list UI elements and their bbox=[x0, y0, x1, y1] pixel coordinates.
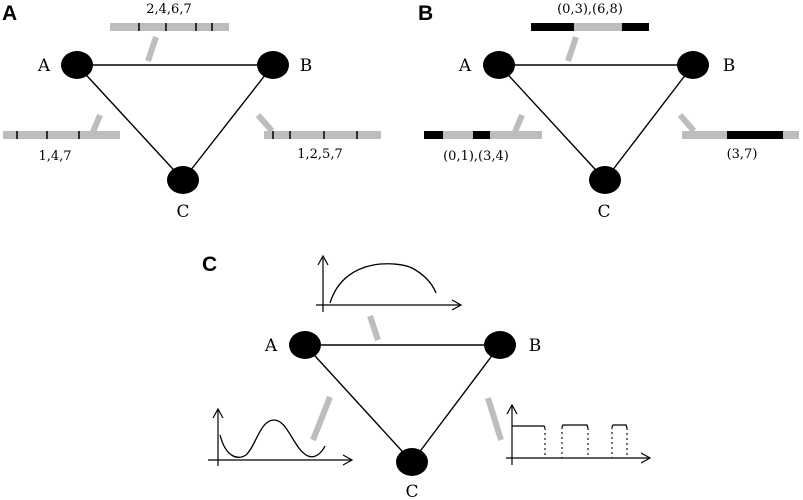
edge-b-c bbox=[604, 64, 694, 181]
node-b-label: B bbox=[529, 336, 542, 356]
node-a-label: A bbox=[264, 336, 278, 356]
y-axis-arrow bbox=[317, 254, 329, 266]
timeline-connector bbox=[90, 113, 103, 134]
node-b-label: B bbox=[300, 56, 313, 76]
x-axis-arrow bbox=[342, 454, 354, 466]
node-c bbox=[167, 166, 199, 194]
function-curve bbox=[219, 419, 326, 458]
node-c-label: C bbox=[597, 202, 610, 222]
node-c bbox=[396, 448, 428, 476]
y-axis-arrow bbox=[506, 403, 518, 415]
edge-b-c-label: 1,2,5,7 bbox=[297, 147, 342, 162]
panel-c-label: C bbox=[202, 253, 217, 276]
timeline-a-c: 1,4,7 bbox=[3, 113, 120, 164]
node-a bbox=[289, 331, 321, 359]
timeline-connector bbox=[145, 36, 159, 62]
timeline-a-b: 2,4,6,7 bbox=[110, 2, 229, 62]
edge-b-c-label: (3,7) bbox=[727, 147, 758, 162]
pulse-segment bbox=[512, 425, 546, 429]
node-b bbox=[677, 51, 709, 79]
timeline-a-b: (0,3),(6,8) bbox=[531, 2, 649, 62]
node-b-label: B bbox=[723, 56, 736, 76]
plot-connector bbox=[485, 397, 504, 441]
edge-b-c bbox=[411, 344, 501, 463]
y-axis-arrow bbox=[212, 407, 224, 419]
panel-a-label: A bbox=[2, 2, 17, 25]
panel-b: B (0,3),(6,8) (0,1),(3,4) (3,7) bbox=[418, 2, 799, 222]
panel-c: C bbox=[202, 253, 652, 500]
timeline-b-c: 1,2,5,7 bbox=[255, 113, 381, 162]
node-c-label: C bbox=[405, 482, 418, 500]
edge-a-b-label: 2,4,6,7 bbox=[146, 2, 191, 17]
node-a bbox=[61, 51, 93, 79]
edge-a-c-plot bbox=[208, 395, 354, 466]
edge-a-c-label: 1,4,7 bbox=[38, 149, 71, 164]
node-b bbox=[257, 51, 289, 79]
timeline-connector bbox=[512, 113, 525, 134]
node-c bbox=[589, 166, 621, 194]
node-a-label: A bbox=[458, 56, 472, 76]
timeline-connector bbox=[255, 113, 275, 133]
edge-a-b-label: (0,3),(6,8) bbox=[557, 2, 623, 17]
timeline-connector bbox=[677, 113, 697, 133]
node-c-label: C bbox=[176, 202, 189, 222]
plot-connector bbox=[367, 315, 381, 341]
edge-b-c-plot bbox=[485, 397, 652, 465]
node-a bbox=[483, 51, 515, 79]
x-axis-arrow bbox=[640, 452, 652, 464]
node-a-label: A bbox=[37, 56, 51, 76]
edge-a-c-label: (0,1),(3,4) bbox=[443, 149, 509, 164]
edge-a-c bbox=[304, 344, 413, 463]
timeline-connector bbox=[565, 36, 579, 62]
panel-b-label: B bbox=[418, 2, 433, 25]
pulse-segment bbox=[611, 424, 628, 429]
edge-a-c bbox=[76, 64, 184, 181]
edge-a-b-plot bbox=[316, 254, 463, 341]
timeline-a-c: (0,1),(3,4) bbox=[424, 113, 542, 164]
node-b bbox=[484, 331, 516, 359]
pulse-segment bbox=[561, 424, 589, 429]
x-axis-arrow bbox=[451, 299, 463, 311]
plot-connector bbox=[310, 395, 333, 442]
timeline-b-c: (3,7) bbox=[677, 113, 799, 162]
edge-a-c bbox=[498, 64, 606, 181]
function-curve bbox=[329, 263, 437, 304]
panel-a: A 2,4,6,7 1,4,7 bbox=[2, 2, 381, 222]
edge-b-c bbox=[182, 64, 274, 181]
